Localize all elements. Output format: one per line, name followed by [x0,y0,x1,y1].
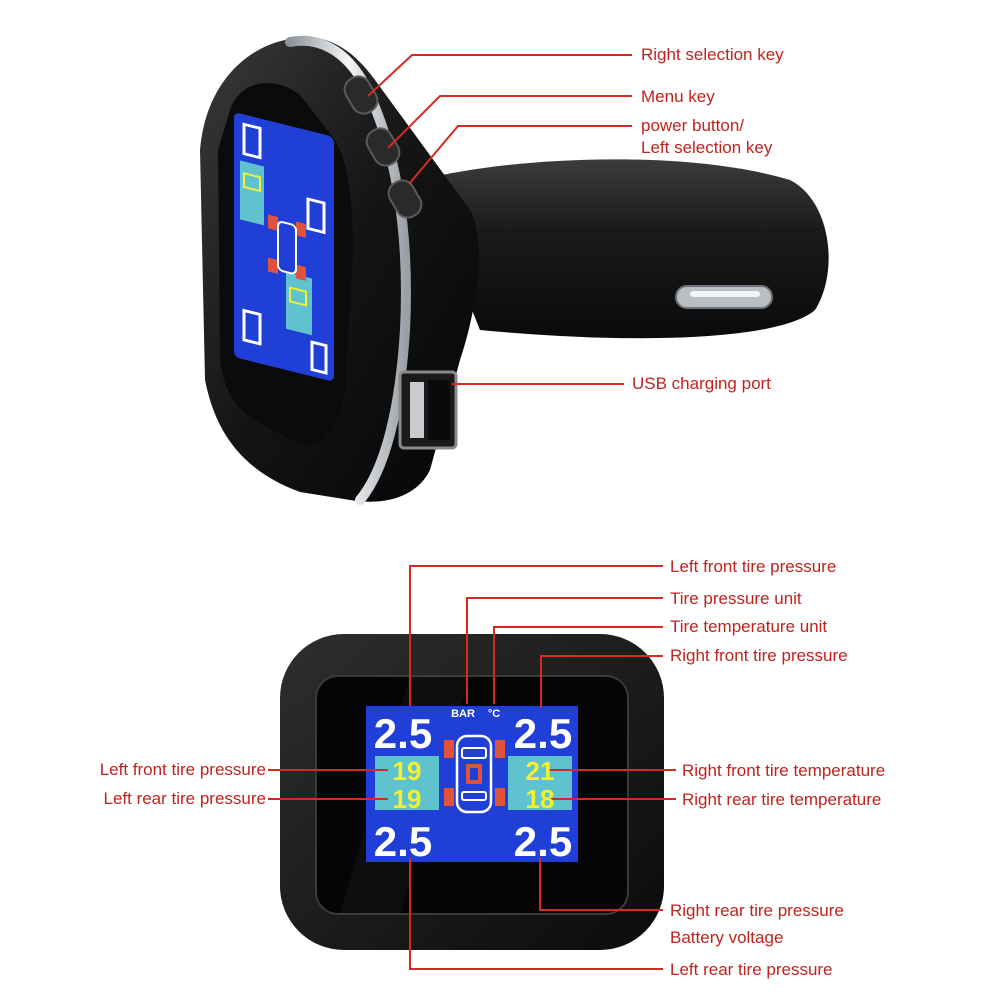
rear-right-pressure-reading: 2.5 [514,818,572,865]
label-power-button-line1: power button/ [641,116,745,135]
label-left-front-pressure-top: Left front tire pressure [670,557,837,576]
tire-rear-right-indicator [495,788,505,806]
top-lcd-car [277,221,297,275]
label-right-front-pressure: Right front tire pressure [670,646,848,665]
top-leader-lines [367,54,632,385]
right-lower-temp: 18 [526,784,555,814]
top-lcd-digit-4 [310,340,328,375]
power-button[interactable] [384,176,426,222]
label-right-rear-temperature: Right rear tire temperature [682,790,882,809]
tire-front-left-indicator [444,740,454,758]
label-battery-voltage: Battery voltage [670,928,784,947]
leader-menu-key [387,95,632,149]
top-lcd-digit-3 [242,308,262,346]
label-left-rear-pressure-bottom: Left rear tire pressure [670,960,833,979]
top-lcd-yellow-2 [289,286,307,307]
leader-right-front-pressure [540,655,663,708]
label-right-front-temperature: Right front tire temperature [682,761,886,780]
car-center-icon-inner [470,768,478,780]
label-tire-pressure-unit: Tire pressure unit [670,589,802,608]
leader-right-selection-key [367,54,632,97]
usb-port-inner [428,380,450,440]
top-lcd-digit-2 [306,197,326,235]
bottom-device [280,634,664,950]
bottom-leader-lines [268,565,676,970]
top-lcd-tire-rl [268,257,278,274]
chrome-trim [285,35,411,505]
label-usb-port: USB charging port [632,374,771,393]
tire-rear-left-indicator [444,788,454,806]
left-lower-value: 19 [393,784,422,814]
label-right-rear-pressure: Right rear tire pressure [670,901,844,920]
top-lcd-tire-rr [296,264,306,281]
top-lcd-tire-fr [296,221,306,238]
car-windshield [461,747,487,759]
top-lcd-left-panel [240,160,264,226]
front-left-pressure-reading: 2.5 [374,710,432,757]
car-outline [455,734,493,814]
top-device [200,35,829,505]
temperature-unit-text: °C [488,708,500,720]
pressure-unit-text: BAR [451,708,475,720]
prong-side-contact-shine [690,291,760,297]
lcd-readings: 2.5 2.5 2.5 2.5 19 19 21 18 [374,710,572,865]
front-right-pressure-reading: 2.5 [514,710,572,757]
top-lcd-screen [234,113,334,381]
label-left-rear-pressure-side: Left rear tire pressure [103,789,266,808]
label-power-button-line2: Left selection key [641,138,773,157]
car-rear-window [461,791,487,801]
top-lcd-digit-1 [242,122,262,160]
leader-pressure-unit [466,597,663,704]
label-tire-temperature-unit: Tire temperature unit [670,617,828,636]
leader-power-button [408,125,632,185]
leader-temperature-unit [493,626,663,704]
label-menu-key: Menu key [641,87,715,106]
lcd-left-panel [375,756,439,810]
label-right-selection-key: Right selection key [641,45,784,64]
top-lcd-tire-fl [268,214,278,231]
tire-front-right-indicator [495,740,505,758]
rear-left-pressure-reading: 2.5 [374,818,432,865]
leader-left-front-pressure-top [409,565,663,706]
leader-right-rear-pressure [539,858,663,911]
right-selection-key[interactable] [340,72,382,118]
left-upper-value: 19 [393,756,422,786]
usb-port-tongue [410,382,424,438]
label-left-front-pressure-side: Left front tire pressure [99,760,266,779]
leader-left-rear-pressure-bottom [409,858,663,970]
charger-prong [420,159,829,339]
lcd-right-panel [508,756,572,810]
right-upper-temp: 21 [526,756,555,786]
top-lcd-yellow-1 [243,172,261,193]
